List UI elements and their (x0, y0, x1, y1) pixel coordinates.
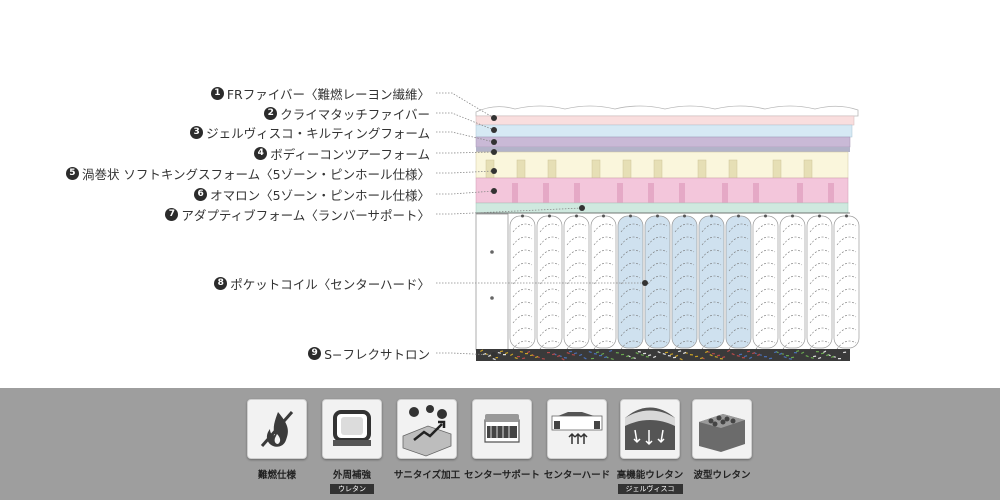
fr-fiber-layer (475, 105, 859, 117)
layer-label-text: ボディーコンツアーフォーム (270, 146, 430, 162)
leader-line (436, 112, 495, 131)
coil-fade (875, 234, 889, 300)
feature-name: 波型ウレタン (693, 470, 751, 481)
layer-number-badge: 8 (214, 276, 228, 290)
edge-support (475, 213, 509, 351)
pocket-coil (752, 214, 779, 350)
leader-line (436, 352, 495, 356)
pocket-coil (671, 214, 698, 350)
leader-line (436, 131, 495, 143)
layer-label-text: オマロン〈5ゾーン・ピンホール仕様〉 (210, 187, 430, 203)
layer-number-badge: 7 (165, 207, 179, 221)
feature-name: サニタイズ加工 (393, 470, 461, 481)
feature-name: センターハード (543, 470, 611, 481)
leader-dot (642, 280, 648, 286)
coil-fade (861, 234, 875, 300)
leader-line (436, 151, 495, 154)
layer-label-text: アダプティブフォーム〈ランバーサポート〉 (181, 207, 430, 223)
high-performance-urethane-icon (620, 399, 680, 459)
feature-sub-badge: ジェルヴィスコ (617, 484, 683, 494)
feature-item: サニタイズ加工 (389, 399, 465, 481)
pocket-coil (536, 214, 563, 350)
omalon-layer (475, 177, 849, 204)
leader-dot (491, 127, 497, 133)
layer-number-badge: 9 (308, 346, 322, 360)
pocket-coil (644, 214, 671, 350)
pocket-coil (509, 214, 536, 350)
feature-item: 波型ウレタン (684, 399, 760, 481)
flame-retardant-icon (247, 399, 307, 459)
leader-line (436, 190, 495, 195)
feature-item: 高機能ウレタンジェルヴィスコ (612, 399, 688, 494)
layer-label-text: FRファイバー〈難燃レーヨン繊維〉 (226, 86, 430, 102)
gel-visco-layer (475, 124, 853, 138)
pocket-coil (590, 214, 617, 350)
leader-lines (436, 92, 645, 356)
climatouch-layer (475, 115, 855, 126)
feature-name: 高機能ウレタン (616, 470, 684, 481)
pocket-coil (833, 214, 860, 350)
omalon-pinholes (512, 183, 834, 203)
layer-label-text: ジェルヴィスコ・キルティングフォーム (206, 125, 430, 141)
adaptive-foam-layer (475, 202, 849, 214)
center-hard-icon (547, 399, 607, 459)
leader-dot (579, 205, 585, 211)
leader-dots (491, 115, 648, 358)
layer-number-badge: 2 (264, 106, 278, 120)
feature-icon-bar: 難燃仕様 外周補強ウレタン サニタイズ加工 センターサポート センターハード 高… (0, 388, 1000, 500)
pocket-coil (806, 214, 833, 350)
layer-number-badge: 6 (194, 187, 208, 201)
leader-dot (491, 139, 497, 145)
feature-sub-badge: ウレタン (330, 484, 374, 494)
layer-number-badge: 4 (254, 146, 268, 160)
leader-line (436, 207, 583, 215)
leader-dot (491, 115, 497, 121)
feature-item: センターハード (539, 399, 615, 481)
layer-label-text: 渦巻状 ソフトキングスフォーム〈5ゾーン・ピンホール仕様〉 (81, 166, 430, 182)
feature-item: センターサポート (464, 399, 540, 481)
edge-support-icon (322, 399, 382, 459)
leader-dot (491, 188, 497, 194)
layer-number-badge: 5 (65, 166, 79, 180)
feature-item: 外周補強ウレタン (314, 399, 390, 494)
wave-urethane-icon (692, 399, 752, 459)
center-support-icon (472, 399, 532, 459)
mattress-cross-section-diagram (436, 92, 889, 361)
layer-label-text: クライマタッチファイバー (280, 106, 430, 122)
feature-item: 難燃仕様 (239, 399, 315, 481)
pocket-coils (509, 214, 889, 350)
feature-name: 難燃仕様 (257, 470, 296, 481)
layer-number-badge: 3 (190, 125, 204, 139)
leader-dot (491, 352, 497, 358)
pocket-coil (725, 214, 752, 350)
leader-line (436, 92, 495, 119)
body-contour-layer (475, 136, 851, 148)
pocket-coil (698, 214, 725, 350)
layer-label-text: ポケットコイル〈センターハード〉 (230, 276, 430, 292)
leader-dot (491, 168, 497, 174)
pocket-coil (617, 214, 644, 350)
leader-dot (491, 149, 497, 155)
layer-label-text: S−フレクサトロン (324, 346, 430, 362)
pocket-coil (563, 214, 590, 350)
pocket-coil (779, 214, 806, 350)
sanitize-icon (397, 399, 457, 459)
feature-name: 外周補強 (332, 470, 371, 481)
layer-number-badge: 1 (210, 86, 224, 100)
leader-line (436, 170, 495, 174)
feature-name: センターサポート (464, 470, 540, 481)
